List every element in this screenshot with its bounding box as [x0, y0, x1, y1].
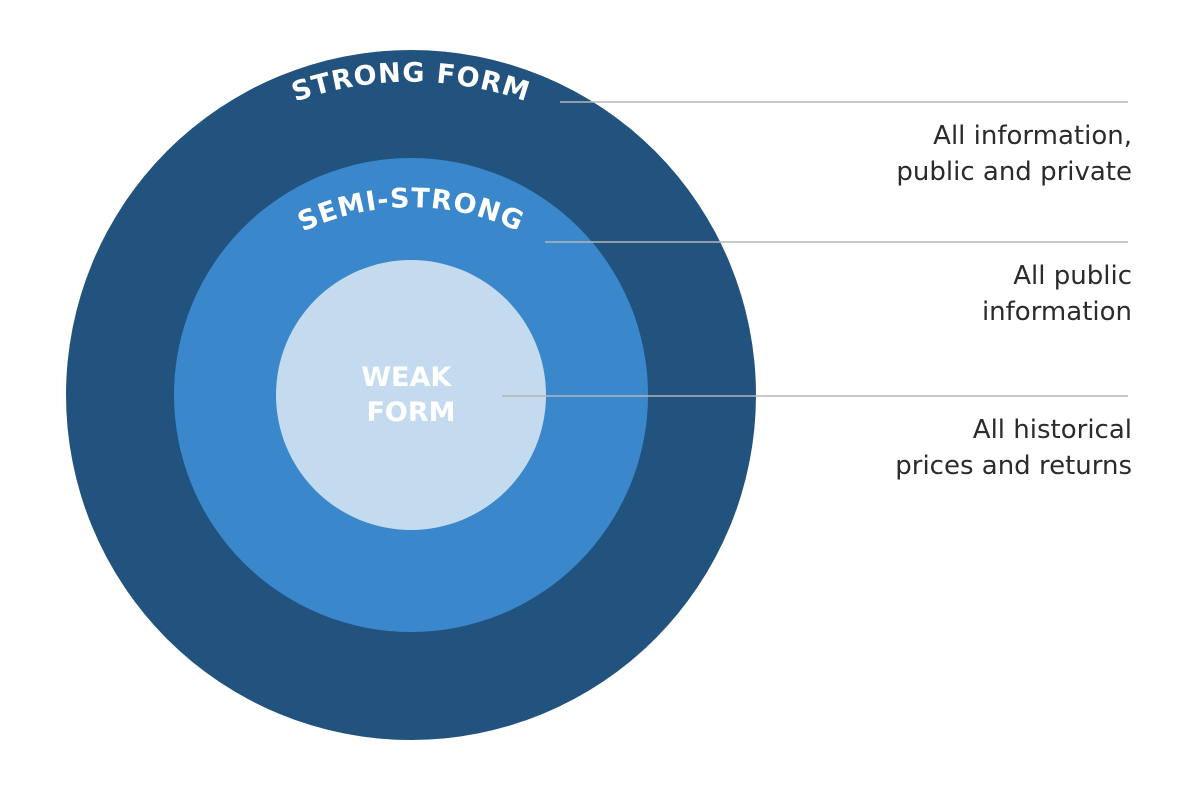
semi-strong-description-line-2: information	[981, 297, 1132, 327]
weak-form-label-line-1: WEAK	[361, 362, 452, 393]
strong-form-description-line-1: All information,	[933, 121, 1132, 151]
weak-form-description-line-2: prices and returns	[895, 451, 1132, 481]
weak-form-description-line-1: All historical	[972, 415, 1132, 445]
semi-strong-description: All public information	[982, 258, 1132, 330]
semi-strong-description-line-1: All public	[1013, 261, 1132, 291]
strong-form-description-line-2: public and private	[896, 157, 1132, 187]
strong-form-description: All information, public and private	[896, 118, 1132, 190]
weak-form-circle	[276, 260, 546, 530]
weak-form-label-line-2: FORM	[366, 397, 455, 428]
weak-form-label: WEAK FORM	[361, 362, 460, 428]
weak-form-description: All historical prices and returns	[895, 412, 1132, 484]
